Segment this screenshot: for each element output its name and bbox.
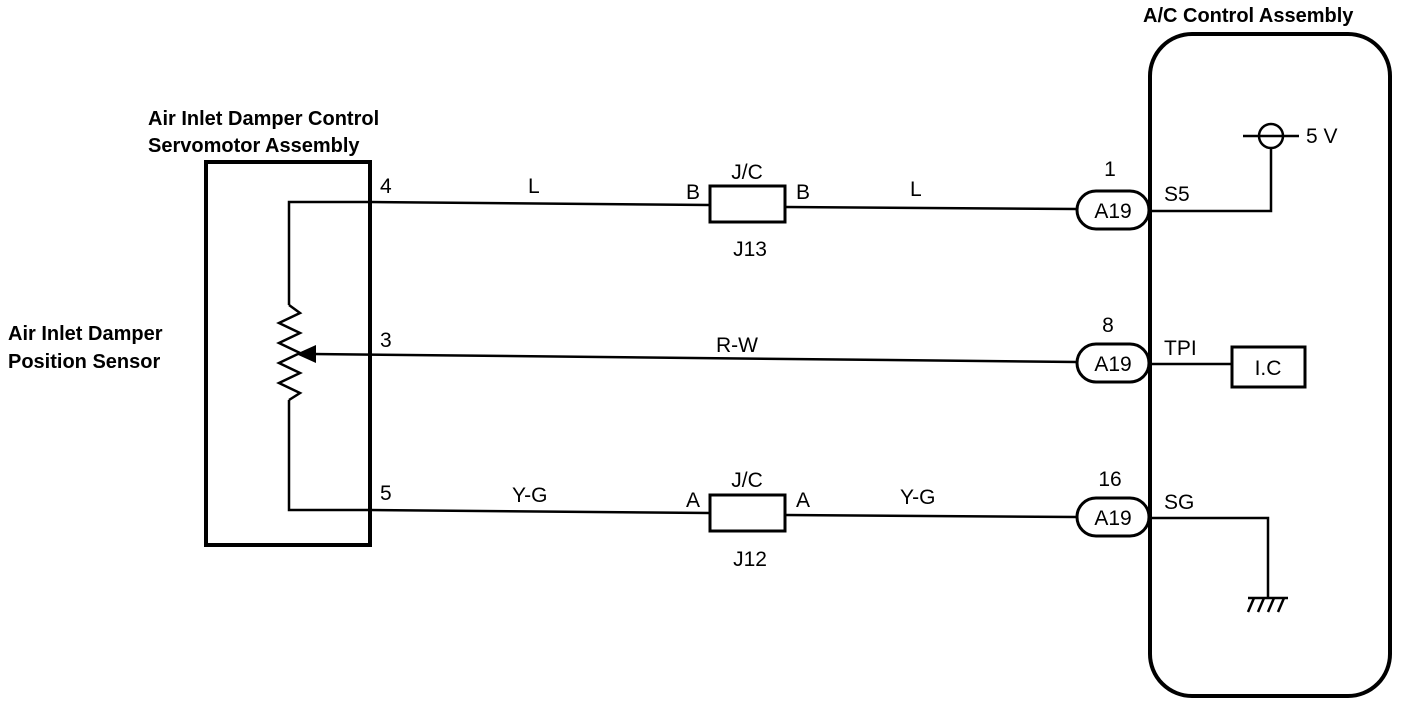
junction-j12-box bbox=[708, 493, 787, 533]
servo-title-line1: Air Inlet Damper Control bbox=[148, 108, 379, 130]
sensor-label-line2: Position Sensor bbox=[8, 351, 160, 373]
wire-color-middle: R-W bbox=[716, 334, 758, 357]
connector-a19-pin1-label: A19 bbox=[1094, 200, 1131, 223]
junction-j12-pin-right: A bbox=[796, 489, 810, 512]
terminal-s5: S5 bbox=[1164, 183, 1190, 206]
wire-color-top-left: L bbox=[528, 175, 540, 198]
junction-j13-pin-left: B bbox=[686, 181, 700, 204]
wire-bottom-left bbox=[369, 508, 711, 515]
servo-title-line2: Servomotor Assembly bbox=[148, 135, 360, 157]
junction-j13-title: J/C bbox=[731, 161, 763, 184]
wire-color-top-right: L bbox=[910, 178, 922, 201]
junction-j12-pin-left: A bbox=[686, 489, 700, 512]
wire-color-bottom-right: Y-G bbox=[900, 486, 935, 509]
junction-j12-title: J/C bbox=[731, 469, 763, 492]
junction-j13-box bbox=[708, 184, 787, 224]
servo-pin-top: 4 bbox=[380, 175, 392, 198]
junction-j12-name: J12 bbox=[733, 548, 767, 571]
connector-a19-pin16 bbox=[1075, 496, 1151, 538]
ground-icon bbox=[1246, 596, 1288, 613]
ic-box bbox=[1230, 345, 1307, 389]
wire-color-bottom-left: Y-G bbox=[512, 484, 547, 507]
sensor-label-line1: Air Inlet Damper bbox=[8, 323, 163, 345]
connector-a19-pin8-label: A19 bbox=[1094, 353, 1131, 376]
wire-sg-ground bbox=[1150, 516, 1270, 598]
potentiometer-wiper-arrow bbox=[296, 345, 316, 363]
supply-5v-label: 5 V bbox=[1306, 125, 1338, 148]
connector-a19-pin8 bbox=[1075, 342, 1151, 384]
ic-label: I.C bbox=[1255, 357, 1282, 380]
potentiometer-resistor bbox=[276, 303, 303, 402]
wire-top-right bbox=[784, 205, 1078, 211]
wire-top-left bbox=[369, 200, 711, 207]
terminal-tpi: TPI bbox=[1164, 337, 1197, 360]
connector-pin-8: 8 bbox=[1102, 314, 1114, 337]
servo-pin-bottom: 5 bbox=[380, 482, 392, 505]
connector-a19-pin16-label: A19 bbox=[1094, 507, 1131, 530]
connector-pin-16: 16 bbox=[1098, 468, 1121, 491]
connector-pin-1: 1 bbox=[1104, 158, 1116, 181]
connector-a19-pin1 bbox=[1075, 189, 1151, 231]
wire-s5-supply bbox=[1150, 148, 1273, 213]
pot-top-lead bbox=[287, 200, 370, 305]
ac-title: A/C Control Assembly bbox=[1143, 5, 1354, 27]
junction-j13-pin-right: B bbox=[796, 181, 810, 204]
servo-pin-middle: 3 bbox=[380, 329, 392, 352]
wire-bottom-right bbox=[784, 513, 1078, 519]
wire-middle bbox=[311, 352, 1078, 364]
pot-bottom-lead bbox=[287, 400, 370, 512]
terminal-sg: SG bbox=[1164, 491, 1194, 514]
junction-j13-name: J13 bbox=[733, 238, 767, 261]
